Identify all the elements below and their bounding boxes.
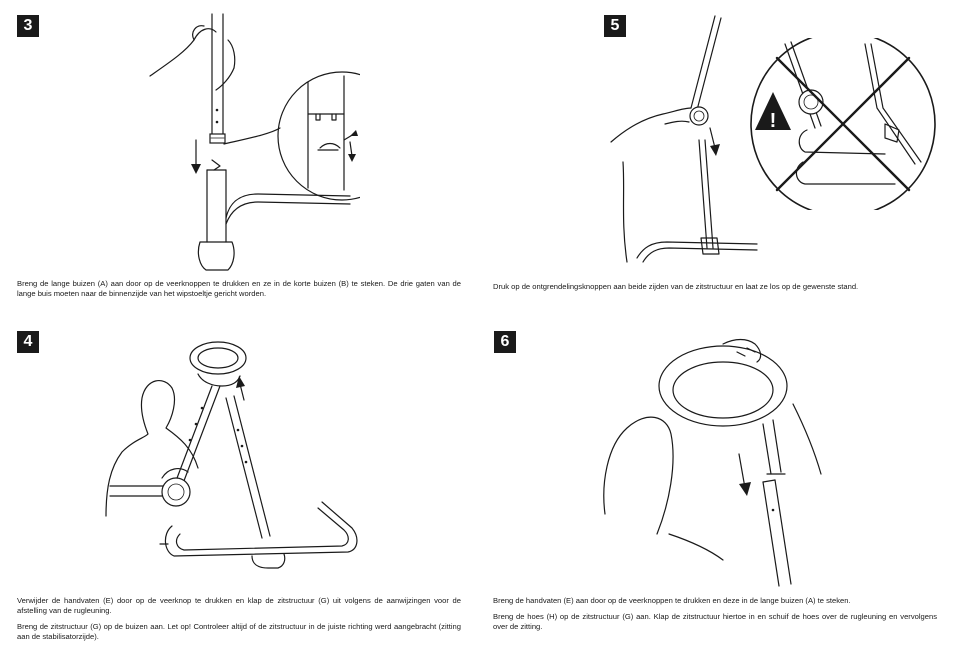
step-number-badge: 4	[17, 331, 39, 353]
step-number-badge: 5	[604, 15, 626, 37]
step-6-illustration	[603, 338, 822, 587]
step-instruction: Breng de hoes (H) op de zitstructuur (G)…	[493, 612, 937, 632]
step-6-panel: 6 Breng de handvaten (E) aan door op de …	[477, 331, 954, 668]
step-5-illustration	[610, 15, 758, 263]
step-instruction: Breng de handvaten (E) aan door op de ve…	[493, 596, 851, 605]
step-instruction: Druk op de ontgrendelingsknoppen aan bei…	[493, 282, 859, 291]
step-3-panel: 3	[0, 0, 477, 334]
step-4-panel: 4 Verwijder de handvaten (E) d	[0, 331, 477, 668]
step-5-panel: 5	[477, 0, 954, 334]
warning-symbol: !	[770, 110, 777, 132]
step-instruction: Breng de zitstructuur (G) op de buizen a…	[17, 622, 461, 642]
step-instruction: Verwijder de handvaten (E) door op de ve…	[17, 596, 461, 616]
incorrect-position-illustration: !	[750, 38, 936, 210]
step-number-badge: 6	[494, 331, 516, 353]
step-number-badge: 3	[17, 15, 39, 37]
warning-icon	[755, 92, 791, 130]
step-instruction: Breng de lange buizen (A) aan door op de…	[17, 279, 461, 299]
step-3-illustration	[149, 13, 360, 271]
step-4-illustration	[105, 341, 358, 569]
